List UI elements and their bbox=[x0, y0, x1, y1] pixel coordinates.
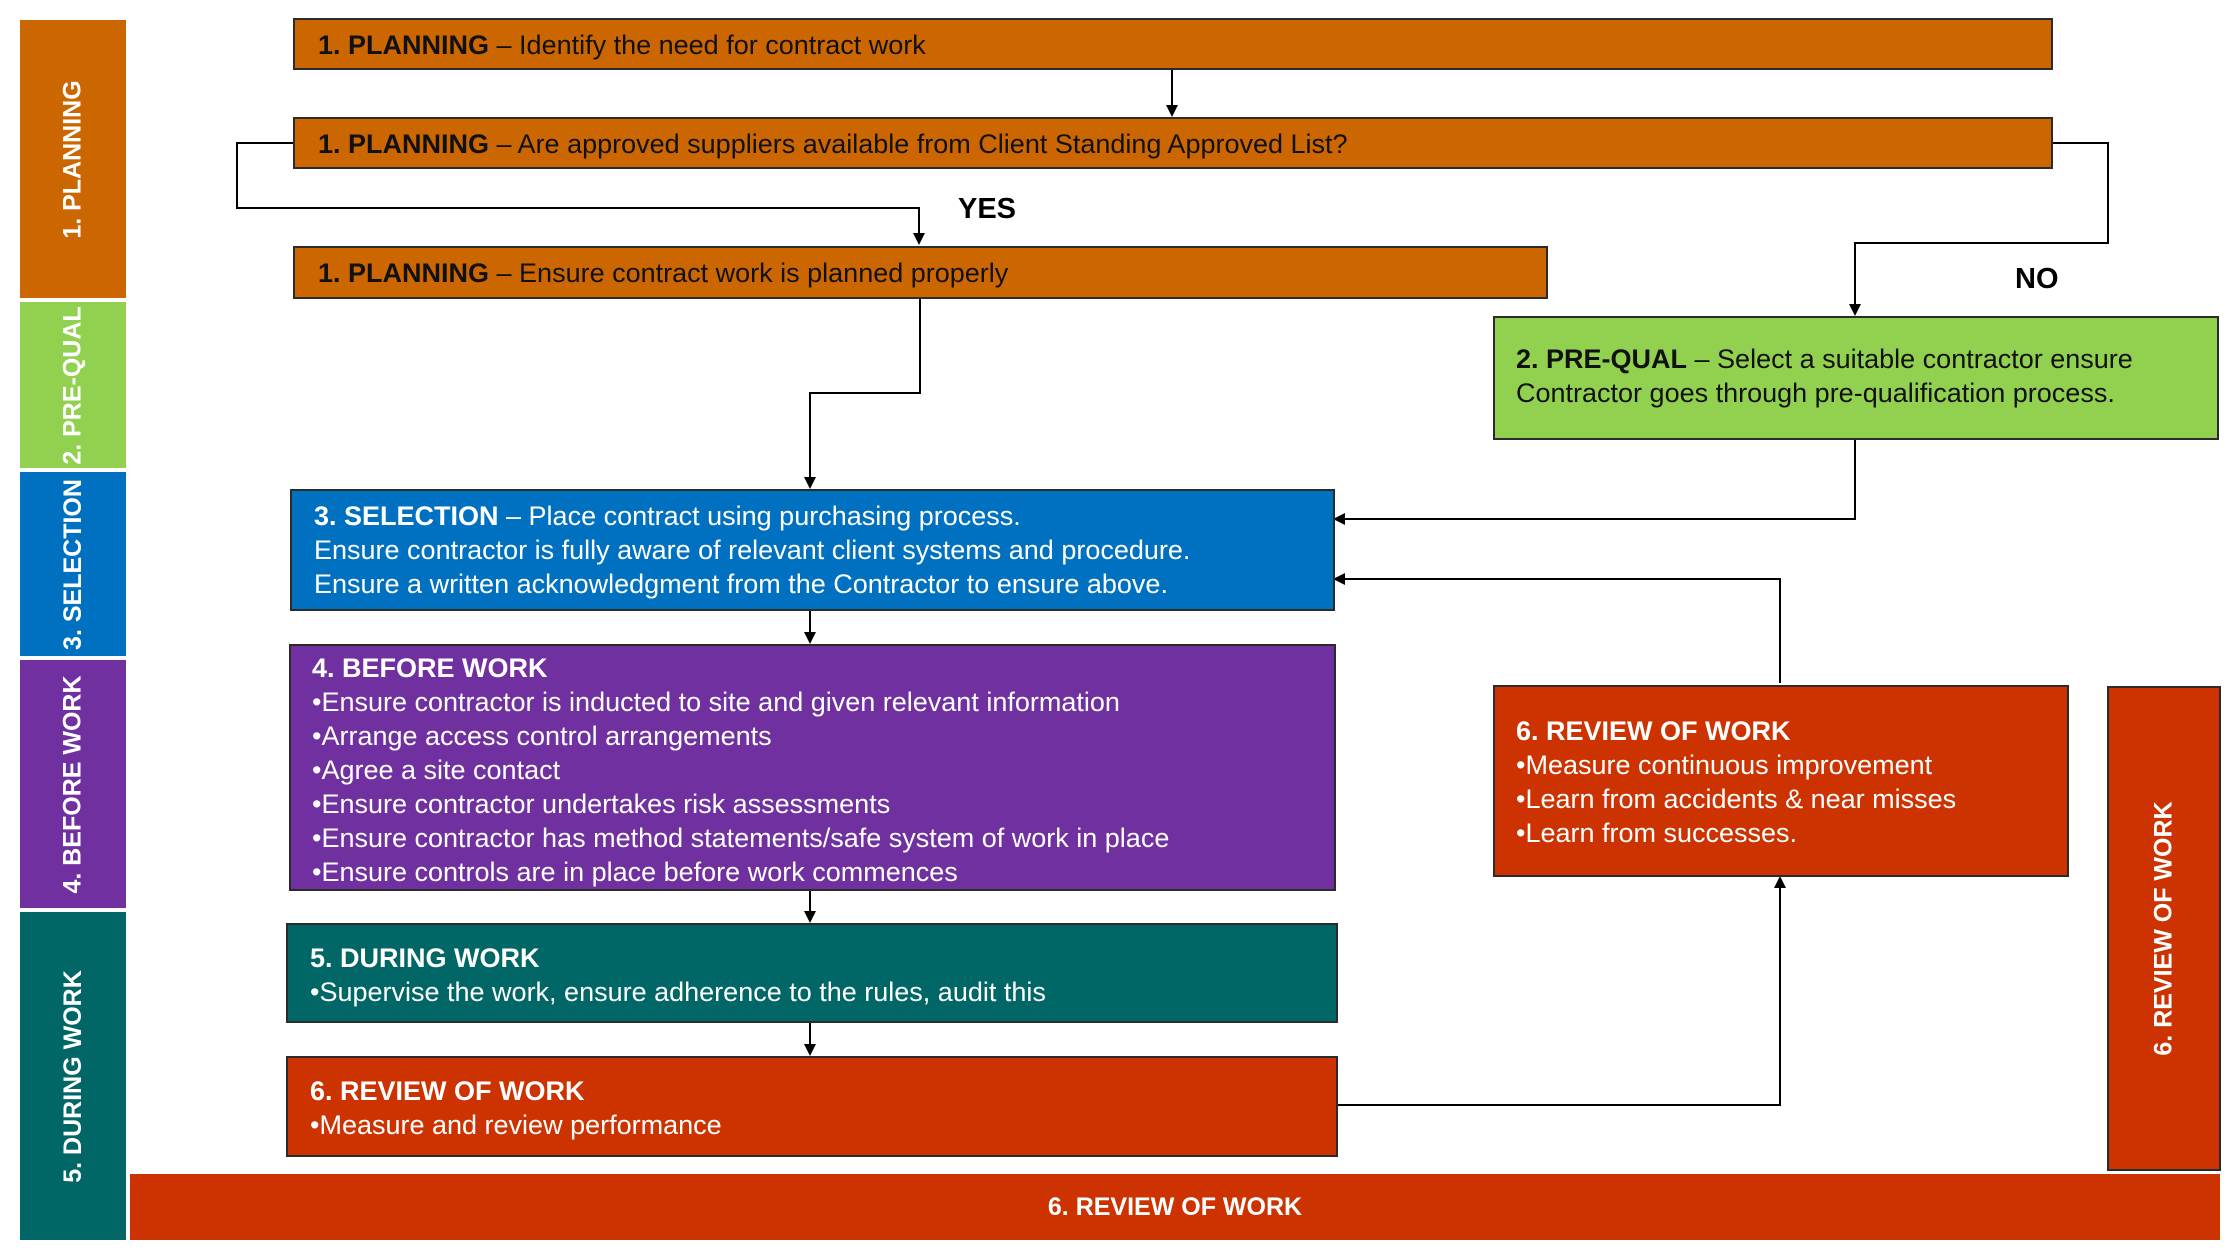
planning-step-approved-suppliers: 1. PLANNING – Are approved suppliers ava… bbox=[293, 117, 2053, 169]
phase-band-prequal: 2. PRE-QUAL bbox=[18, 300, 128, 470]
review-bottom-bar: 6. REVIEW OF WORK bbox=[130, 1174, 2220, 1240]
arrow-prequal-to-selection bbox=[1333, 440, 1856, 525]
planning-step-title: 1. PLANNING bbox=[318, 129, 490, 159]
no-label: NO bbox=[2015, 263, 2059, 295]
planning-step-text: – Are approved suppliers available from … bbox=[489, 129, 1348, 159]
selection-text: – Place contract using purchasing proces… bbox=[498, 501, 1021, 531]
planning-step-identify-need: 1. PLANNING – Identify the need for cont… bbox=[293, 18, 2053, 70]
prequal-text-line2: Contractor goes through pre-qualificatio… bbox=[1516, 378, 2115, 408]
before-work-item: •Ensure contractor undertakes risk asses… bbox=[312, 789, 891, 819]
during-work-step: 5. DURING WORK •Supervise the work, ensu… bbox=[286, 923, 1338, 1023]
planning-step-text: – Identify the need for contract work bbox=[489, 30, 926, 60]
prequal-step: 2. PRE-QUAL – Select a suitable contract… bbox=[1493, 316, 2219, 440]
review-work-title: 6. REVIEW OF WORK bbox=[310, 1076, 585, 1106]
yes-label: YES bbox=[958, 193, 1017, 225]
before-work-item: •Agree a site contact bbox=[312, 755, 561, 785]
review-side-band-label: 6. REVIEW OF WORK bbox=[2149, 801, 2178, 1056]
planning-step-title: 1. PLANNING bbox=[318, 30, 490, 60]
selection-title: 3. SELECTION bbox=[314, 501, 499, 531]
arrow-no-branch bbox=[1849, 142, 2109, 316]
during-work-item: •Supervise the work, ensure adherence to… bbox=[310, 977, 1046, 1007]
arrow-planning3-to-selection bbox=[804, 298, 921, 489]
prequal-title: 2. PRE-QUAL bbox=[1516, 344, 1688, 374]
phase-band-selection: 3. SELECTION bbox=[18, 470, 128, 658]
during-work-title: 5. DURING WORK bbox=[310, 943, 540, 973]
phase-band-planning: 1. PLANNING bbox=[18, 18, 128, 300]
before-work-item: •Ensure contractor has method statements… bbox=[312, 823, 1170, 853]
review-side-band: 6. REVIEW OF WORK bbox=[2107, 686, 2221, 1171]
before-work-title: 4. BEFORE WORK bbox=[312, 653, 548, 683]
review-work-item: •Learn from successes. bbox=[1516, 818, 1798, 848]
planning-step-text: – Ensure contract work is planned proper… bbox=[489, 258, 1009, 288]
review-work-item: •Measure and review performance bbox=[310, 1110, 722, 1140]
prequal-text: – Select a suitable contractor ensure bbox=[1687, 344, 2133, 374]
selection-text-line2: Ensure contractor is fully aware of rele… bbox=[314, 535, 1191, 565]
selection-text-line3: Ensure a written acknowledgment from the… bbox=[314, 569, 1168, 599]
before-work-item: •Ensure contractor is inducted to site a… bbox=[312, 687, 1120, 717]
review-bottom-bar-label: 6. REVIEW OF WORK bbox=[1047, 1192, 1303, 1221]
review-work-step-improvement: 6. REVIEW OF WORK •Measure continuous im… bbox=[1493, 685, 2069, 877]
arrow-review1-to-review2 bbox=[1336, 876, 1786, 1106]
selection-step: 3. SELECTION – Place contract using purc… bbox=[290, 489, 1335, 611]
arrow-yes-branch bbox=[236, 142, 925, 245]
review-work-title: 6. REVIEW OF WORK bbox=[1516, 716, 1791, 746]
planning-step-title: 1. PLANNING bbox=[318, 258, 490, 288]
planning-step-plan-properly: 1. PLANNING – Ensure contract work is pl… bbox=[293, 246, 1548, 299]
phase-band-during-work: 5. DURING WORK bbox=[18, 910, 128, 1242]
arrow-review2-to-selection bbox=[1333, 573, 1781, 683]
before-work-step: 4. BEFORE WORK •Ensure contractor is ind… bbox=[289, 644, 1336, 891]
phase-band-before-work: 4. BEFORE WORK bbox=[18, 658, 128, 910]
review-work-item: •Learn from accidents & near misses bbox=[1516, 784, 1957, 814]
review-work-step-main: 6. REVIEW OF WORK •Measure and review pe… bbox=[286, 1056, 1338, 1157]
review-work-item: •Measure continuous improvement bbox=[1516, 750, 1933, 780]
before-work-item: •Ensure controls are in place before wor… bbox=[312, 857, 958, 887]
before-work-item: •Arrange access control arrangements bbox=[312, 721, 772, 751]
